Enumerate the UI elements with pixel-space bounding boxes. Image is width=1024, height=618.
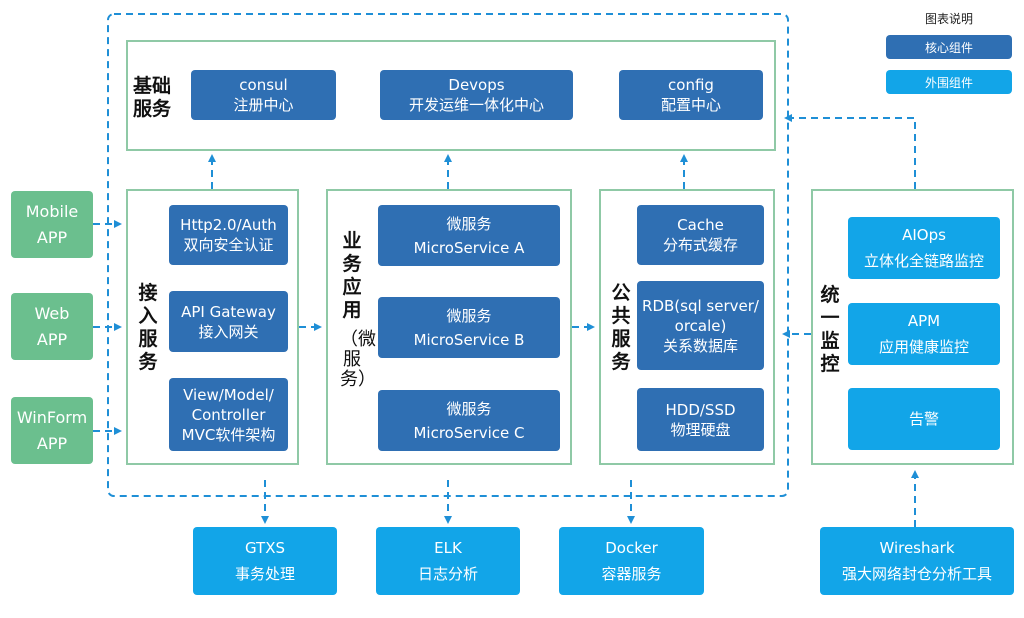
client-winform: WinForm APP [11,397,93,464]
legend-core: 核心组件 [886,35,1012,59]
gtxs-box: GTXS 事务处理 [193,527,337,595]
business-label: 业务应用 [342,230,362,321]
microservice-b-box: 微服务 MicroService B [378,297,560,358]
legend-title: 图表说明 [924,12,973,26]
legend-external: 外围组件 [886,70,1012,94]
common-label: 公共服务 [611,282,631,373]
config-box: config 配置中心 [619,70,763,120]
consul-box: consul 注册中心 [191,70,336,120]
access-label: 接入服务 [138,282,158,373]
business-sublabel: （微服务） [340,329,376,390]
microservice-a-box: 微服务 MicroService A [378,205,560,266]
base-services-label: 基础 服务 [132,75,171,120]
rdb-box: RDB(sql server/ orcale) 关系数据库 [637,281,764,370]
aiops-box: AIOps 立体化全链路监控 [848,217,1000,279]
monitor-label: 统一监控 [820,284,840,375]
auth-box: Http2.0/Auth 双向安全认证 [169,205,288,265]
devops-box: Devops 开发运维一体化中心 [380,70,573,120]
elk-box: ELK 日志分析 [376,527,520,595]
wireshark-box: Wireshark 强大网络封仓分析工具 [820,527,1014,595]
microservice-c-box: 微服务 MicroService C [378,390,560,451]
docker-box: Docker 容器服务 [559,527,704,595]
api-gateway-box: API Gateway 接入网关 [169,291,288,352]
arrow-monitor-base [784,114,916,189]
alert-box: 告警 [848,388,1000,450]
hdd-box: HDD/SSD 物理硬盘 [637,388,764,451]
client-web: Web APP [11,293,93,360]
apm-box: APM 应用健康监控 [848,303,1000,365]
legend-core-label: 核心组件 [924,40,973,55]
mvc-box: View/Model/ Controller MVC软件架构 [169,378,288,451]
legend-ext-label: 外围组件 [924,75,973,90]
client-mobile: Mobile APP [11,191,93,258]
cache-box: Cache 分布式缓存 [637,205,764,265]
